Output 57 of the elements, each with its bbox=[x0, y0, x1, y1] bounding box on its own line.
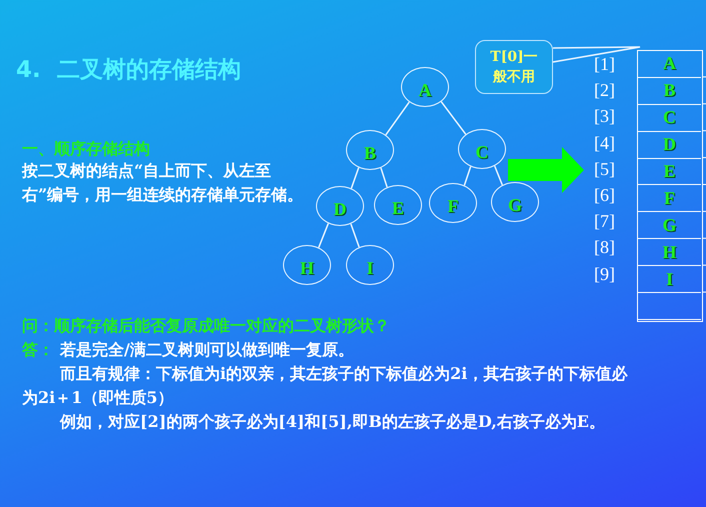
node-letter: C bbox=[476, 140, 488, 162]
section-heading: 一、顺序存储结构 bbox=[22, 138, 151, 160]
tree-edge bbox=[318, 223, 329, 248]
node-letter: G bbox=[508, 194, 522, 216]
node-letter: A bbox=[418, 78, 432, 100]
tree-node-circle bbox=[283, 245, 331, 285]
callout-text: T[0]一般不用 bbox=[489, 48, 539, 87]
index-label: [6] bbox=[594, 184, 616, 207]
index-label: [4] bbox=[594, 132, 616, 155]
description-text: 按二叉树的结点“自上而下、从左至右”编号，用一组连续的存储单元存储。 bbox=[22, 160, 304, 206]
block-arrow bbox=[508, 147, 584, 193]
tree-node-circle bbox=[491, 182, 539, 222]
node-letter: F bbox=[664, 188, 675, 209]
node-letter: I bbox=[366, 256, 374, 278]
node-letter: C bbox=[663, 107, 676, 128]
rule-text: 而且有规律：下标值为i的双亲，其左孩子的下标值必为2i，其右孩子的下标值必为2i＋1（即性质5） bbox=[22, 363, 629, 409]
tree-node-circle bbox=[429, 183, 477, 223]
node-letter: G bbox=[662, 214, 676, 236]
node-letter: A bbox=[663, 53, 676, 74]
node-letter: H bbox=[662, 242, 676, 263]
slide-title: 4. 二叉树的存储结构 bbox=[16, 56, 241, 85]
index-label: [8] bbox=[594, 236, 616, 260]
tree-node-circle bbox=[346, 130, 394, 170]
tree-edge bbox=[464, 166, 472, 186]
node-letter: E bbox=[392, 196, 404, 218]
tree-node-circle bbox=[458, 129, 506, 169]
answer-marker: 答： bbox=[22, 339, 55, 361]
node-letter: F bbox=[448, 194, 458, 216]
tree-node-circle bbox=[316, 186, 364, 226]
index-label: [5] bbox=[594, 158, 616, 181]
index-label: [7] bbox=[594, 210, 616, 234]
node-letter: I bbox=[666, 268, 673, 290]
node-letter: B bbox=[663, 80, 676, 102]
tree-edge bbox=[380, 168, 388, 188]
tree-node-circle bbox=[374, 185, 422, 225]
tree-node-circle bbox=[346, 245, 394, 285]
tree-edge bbox=[385, 102, 410, 136]
tree-edge bbox=[494, 166, 504, 186]
index-label: [9] bbox=[594, 262, 616, 286]
array-box bbox=[637, 50, 703, 322]
callout-box bbox=[475, 40, 553, 94]
example-text: 例如，对应[2]的两个孩子必为[4]和[5],即B的左孩子必是D,右孩子必为E。 bbox=[58, 411, 606, 433]
node-letter: H bbox=[300, 256, 314, 278]
index-label: [3] bbox=[594, 105, 616, 128]
tree-edge bbox=[350, 167, 360, 189]
tree-edge bbox=[440, 101, 466, 135]
node-letter: E bbox=[663, 161, 676, 182]
tree-edge bbox=[350, 224, 360, 248]
node-letter: D bbox=[663, 134, 676, 156]
question-text: 问：顺序存储后能否复原成唯一对应的二叉树形状？ bbox=[22, 315, 391, 337]
leader-line bbox=[552, 46, 641, 63]
tree-node-circle bbox=[401, 67, 449, 107]
node-letter: D bbox=[334, 198, 346, 220]
node-letter: B bbox=[364, 142, 376, 164]
index-label: [2] bbox=[594, 79, 616, 102]
index-label: [1] bbox=[594, 53, 616, 76]
answer-text: 若是完全/满二叉树则可以做到唯一复原。 bbox=[60, 339, 355, 361]
